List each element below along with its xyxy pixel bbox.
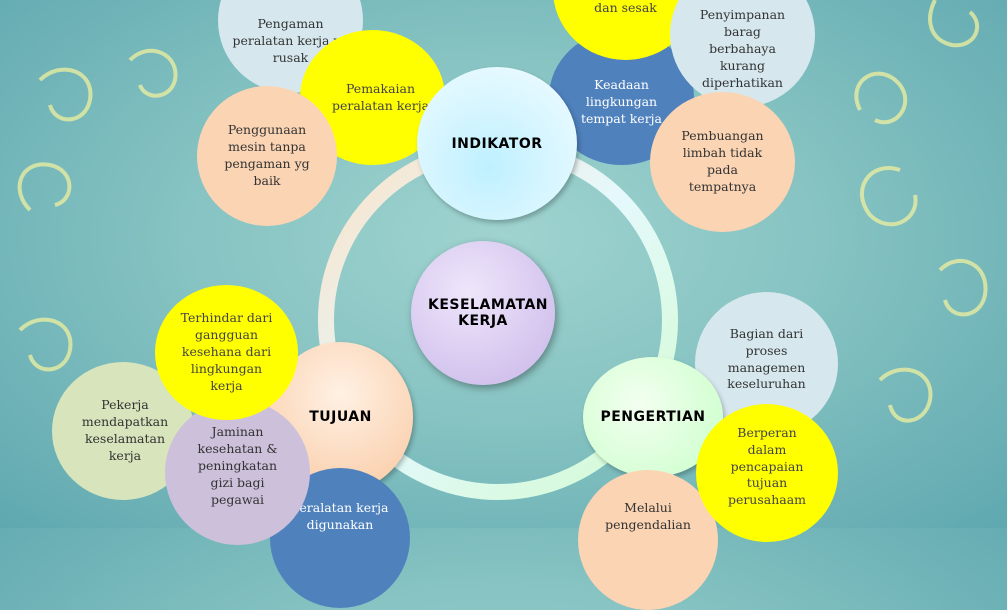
bubble-text: Keadaan lingkungan tempat kerja [581, 77, 662, 126]
bubble-terhindar-gangguan: Terhindar dari gangguan kesehana dari li… [155, 285, 298, 420]
bubble-text: Terhindar dari gangguan kesehana dari li… [180, 310, 273, 393]
bubble-text: dan sesak [594, 0, 657, 15]
bubble-berperan-pencapaian: Berperan dalam pencapaian tujuan perusah… [696, 404, 838, 542]
hub-indikator: INDIKATOR [417, 67, 577, 220]
bubble-pembuangan-limbah: Pembuangan limbah tidak pada tempatnya [650, 92, 795, 232]
swirl-decoration [938, 258, 988, 317]
center-label: KESELAMATAN KERJA [428, 297, 549, 329]
bubble-penggunaan-mesin: Penggunaan mesin tanpa pengaman yg baik [197, 86, 337, 226]
swirl-decoration [928, 0, 980, 48]
bubble-text: Penyimpanan barag berbahaya kurang diper… [699, 7, 786, 90]
hub-indikator-label: INDIKATOR [451, 135, 543, 152]
bubble-text: Pekerja mendapatkan keselamatan kerja [81, 397, 169, 463]
swirl-decoration [878, 367, 933, 423]
center-keselamatan-kerja: KESELAMATAN KERJA [411, 241, 555, 385]
hub-pengertian-label: PENGERTIAN [600, 409, 706, 425]
swirl-decoration [854, 71, 908, 125]
bubble-text: Bagian dari proses managemen keseluruhan [727, 325, 806, 392]
bubble-jaminan-kesehatan: Jaminan kesehatan & peningkatan gizi bag… [165, 400, 310, 545]
swirl-decoration [128, 48, 178, 98]
bubble-text: Penggunaan mesin tanpa pengaman yg baik [224, 122, 310, 188]
bubble-melalui-pengendalian: Melalui pengendalian [578, 470, 718, 610]
bubble-text: Berperan dalam pencapaian tujuan perusah… [727, 424, 807, 508]
bubble-text: Pembuangan limbah tidak pada tempatnya [681, 128, 764, 194]
swirl-decoration [18, 317, 73, 372]
bubble-text: Peralatan kerja digunakan [291, 500, 389, 532]
hub-tujuan-label: TUJUAN [309, 409, 372, 425]
bubble-text: Melalui pengendalian [605, 500, 691, 532]
bubble-text: Pengaman peralatan kerja yg rusak [232, 16, 349, 65]
swirl-decoration [859, 166, 918, 227]
bubble-text: Jaminan kesehatan & peningkatan gizi bag… [197, 424, 278, 507]
bubble-text: Pemakaian peralatan kerja [331, 80, 430, 113]
swirl-decoration [17, 162, 72, 212]
swirl-decoration [38, 67, 93, 122]
